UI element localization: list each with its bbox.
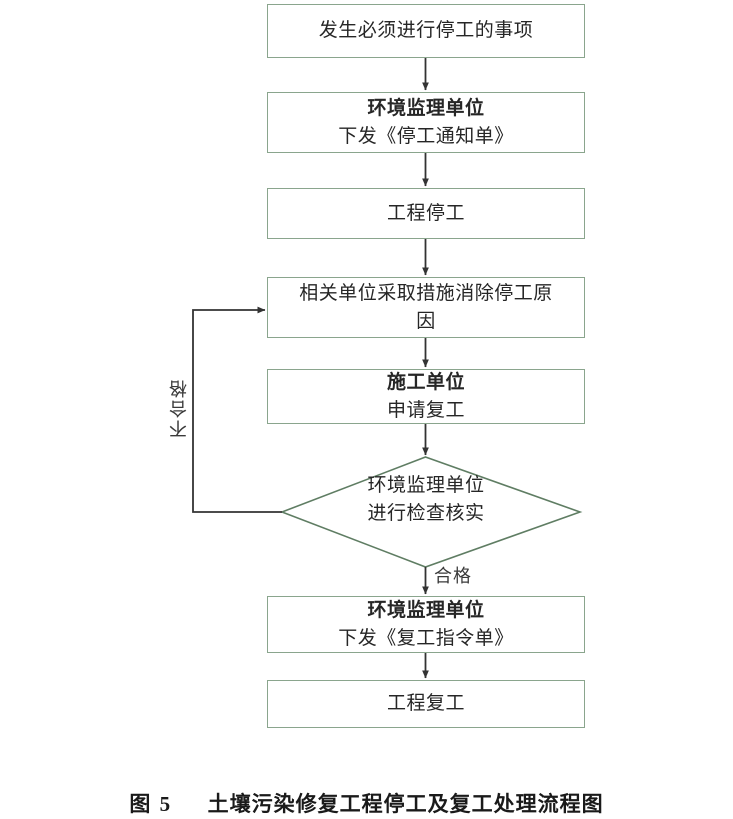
node-issue-resume-order: 环境监理单位 下发《复工指令单》 [267,596,585,653]
node-remedial-measures: 相关单位采取措施消除停工原 因 [267,277,585,338]
node-stoppage-event: 发生必须进行停工的事项 [267,4,585,58]
connector-n6-n4-fail [192,306,282,513]
node-contractor-apply-resume-line1: 施工单位 [386,371,465,393]
node-supervisor-inspection-line1: 环境监理单位 [367,475,485,497]
figure-caption-title: 土壤污染修复工程停工及复工处理流程图 [207,792,604,816]
node-stoppage-event-line1: 发生必须进行停工的事项 [318,20,534,42]
figure-caption-number: 5 [159,792,172,816]
node-issue-stop-notice-line1: 环境监理单位 [367,97,485,119]
node-supervisor-inspection: 环境监理单位 进行检查核实 [326,470,526,530]
node-supervisor-inspection-line2: 进行检查核实 [367,503,485,524]
node-remedial-measures-line1: 相关单位采取措施消除停工原 [299,282,553,304]
figure-caption-prefix: 图 [129,792,152,816]
node-project-resumed-line1: 工程复工 [386,693,465,715]
edge-label-pass: 合格 [434,566,472,586]
node-remedial-measures-line2: 因 [416,310,436,332]
edge-label-fail: 不合格 [169,378,189,438]
node-issue-stop-notice-line2: 下发《停工通知单》 [338,125,514,147]
node-contractor-apply-resume-line2: 申请复工 [386,399,465,421]
node-contractor-apply-resume: 施工单位 申请复工 [267,369,585,424]
node-project-stopped: 工程停工 [267,188,585,239]
node-issue-resume-order-line2: 下发《复工指令单》 [338,627,514,649]
node-project-stopped-line1: 工程停工 [386,202,465,224]
node-issue-resume-order-line1: 环境监理单位 [367,599,485,621]
node-project-resumed: 工程复工 [267,680,585,728]
node-issue-stop-notice: 环境监理单位 下发《停工通知单》 [267,92,585,153]
figure-caption: 图 5 土壤污染修复工程停工及复工处理流程图 [0,788,733,818]
